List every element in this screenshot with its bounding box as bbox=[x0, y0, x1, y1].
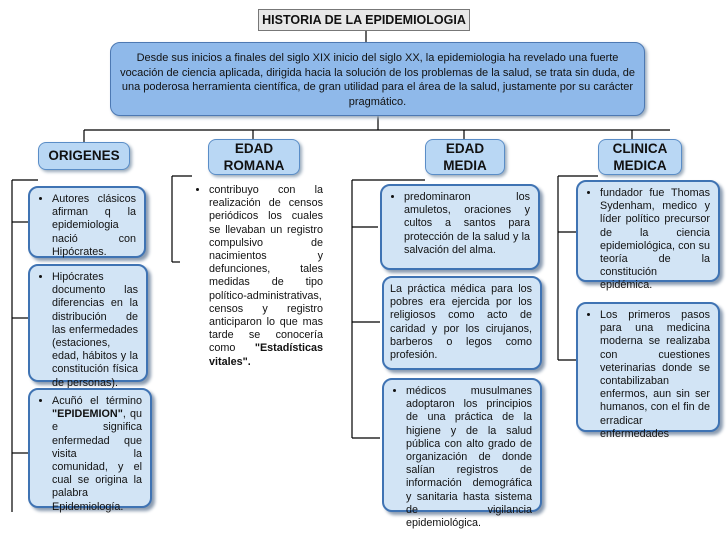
epidemion-term: "EPIDEMION" bbox=[52, 408, 123, 421]
origenes-card-2-text: Hipócrates documento las diferencias en … bbox=[52, 271, 138, 390]
heading-clinica-medica: CLINICA MEDICA bbox=[598, 139, 682, 175]
media-card-3: médicos musulmanes adoptaron los princip… bbox=[382, 378, 542, 529]
romana-card-1-body: contribuyo con la realización de censos … bbox=[209, 184, 323, 355]
heading-clinica-medica-line2: MEDICA bbox=[613, 158, 667, 173]
origenes-card-3: Acuñó el término "EPIDEMION", qu e signi… bbox=[28, 388, 152, 513]
media-card-1-text: predominaron los amuletos, oraciones y c… bbox=[404, 191, 530, 257]
page-title: HISTORIA DE LA EPIDEMIOLOGIA bbox=[258, 9, 470, 31]
origenes-card-1: Autores clásicos afirman q la epidemiolo… bbox=[28, 186, 146, 258]
media-card-2: La práctica médica para los pobres era e… bbox=[382, 276, 542, 370]
origenes-card-3-pre: Acuñó el término bbox=[52, 395, 142, 407]
heading-clinica-medica-line1: CLINICA bbox=[612, 141, 668, 156]
intro-box: Desde sus inicios a finales del siglo XI… bbox=[110, 42, 645, 116]
romana-card-1: contribuyo con la realización de censos … bbox=[193, 184, 323, 368]
heading-edad-media-line2: MEDIA bbox=[443, 158, 487, 173]
origenes-card-2: Hipócrates documento las diferencias en … bbox=[28, 264, 148, 389]
heading-origenes: ORIGENES bbox=[38, 142, 130, 170]
origenes-card-3-post: , qu e significa enfermedad que visita l… bbox=[52, 408, 142, 513]
heading-edad-romana: EDAD ROMANA bbox=[208, 139, 300, 175]
media-card-3-text: médicos musulmanes adoptaron los princip… bbox=[406, 385, 532, 530]
heading-edad-romana-line2: ROMANA bbox=[223, 158, 285, 173]
heading-edad-media-line1: EDAD bbox=[445, 141, 485, 156]
romana-card-1-text: contribuyo con la realización de censos … bbox=[209, 184, 323, 369]
clinica-card-1: fundador fue Thomas Sydenham, medico y l… bbox=[576, 180, 720, 291]
media-card-1: predominaron los amuletos, oraciones y c… bbox=[380, 184, 540, 270]
origenes-card-3-text: Acuñó el término "EPIDEMION", qu e signi… bbox=[52, 395, 142, 514]
clinica-card-1-text: fundador fue Thomas Sydenham, medico y l… bbox=[600, 187, 710, 293]
heading-edad-media: EDAD MEDIA bbox=[425, 139, 505, 175]
heading-edad-romana-line1: EDAD bbox=[234, 141, 274, 156]
clinica-card-2-text: Los primeros pasos para una medicina mod… bbox=[600, 309, 710, 441]
media-card-2-text: La práctica médica para los pobres era e… bbox=[390, 283, 532, 362]
clinica-card-2: Los primeros pasos para una medicina mod… bbox=[576, 302, 720, 440]
origenes-card-1-text: Autores clásicos afirman q la epidemiolo… bbox=[52, 193, 136, 259]
estadisticas-vitales-term: "Estadísticas vitales". bbox=[209, 342, 323, 368]
